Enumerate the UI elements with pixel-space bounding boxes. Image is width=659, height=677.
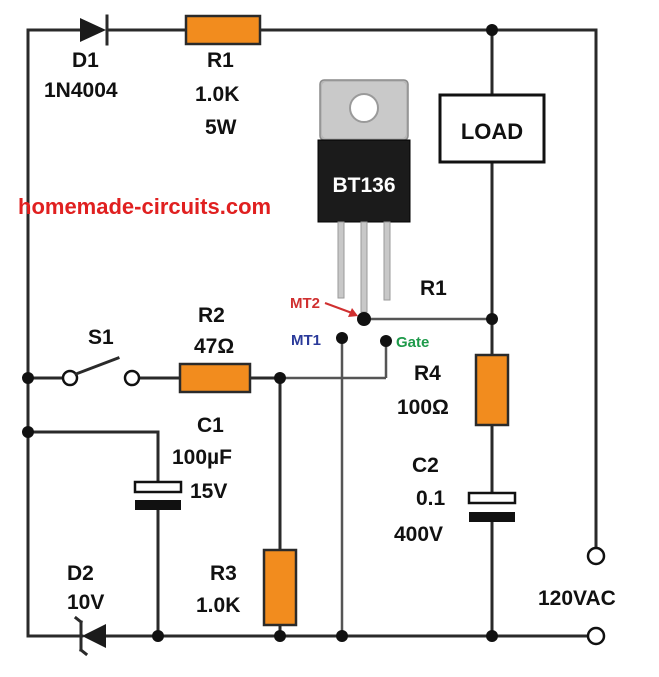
c1-rating: 15V [190,480,227,503]
supply-terminal-top [586,546,606,566]
mt2-label: MT2 [290,295,320,312]
c2-value: 0.1 [416,487,446,510]
c2-name: C2 [412,454,439,477]
watermark-text: homemade-circuits.com [18,194,271,219]
r2-name: R2 [198,304,225,327]
r2-resistor [178,362,252,394]
load-box: LOAD [438,93,546,164]
c1-capacitor-symbol [133,480,183,510]
load-label: LOAD [461,119,523,144]
supply-label: 120VAC [538,587,616,610]
r1-top-rating: 5W [205,116,237,139]
d1-name: D1 [72,49,99,72]
supply-terminal-bottom [586,626,606,646]
r1-right-name: R1 [420,277,447,300]
r3-value: 1.0K [196,594,240,617]
r3-resistor [262,548,298,627]
junction-dots [22,24,498,642]
c2-rating: 400V [394,523,443,546]
r3-name: R3 [210,562,237,585]
d1-diode-symbol [80,14,109,46]
d2-value: 10V [67,591,104,614]
triac-package: BT136 [317,79,411,313]
d2-zener-symbol [73,615,106,657]
triac-part-label: BT136 [332,174,395,197]
r4-name: R4 [414,362,441,385]
r1-top-value: 1.0K [195,83,239,106]
r4-resistor [474,353,510,427]
c2-capacitor-symbol [467,491,517,522]
mt2-pointer-arrow [324,302,358,317]
r4-value: 100Ω [397,396,449,419]
r1-top-resistor [184,14,262,46]
s1-switch-symbol [61,356,141,387]
s1-name: S1 [88,326,114,349]
mt1-label: MT1 [291,332,321,349]
c1-value: 100µF [172,446,232,469]
d2-name: D2 [67,562,94,585]
r2-value: 47Ω [194,335,234,358]
d1-part: 1N4004 [44,79,118,102]
c1-name: C1 [197,414,224,437]
r1-top-name: R1 [207,49,234,72]
gate-label: Gate [396,334,429,351]
